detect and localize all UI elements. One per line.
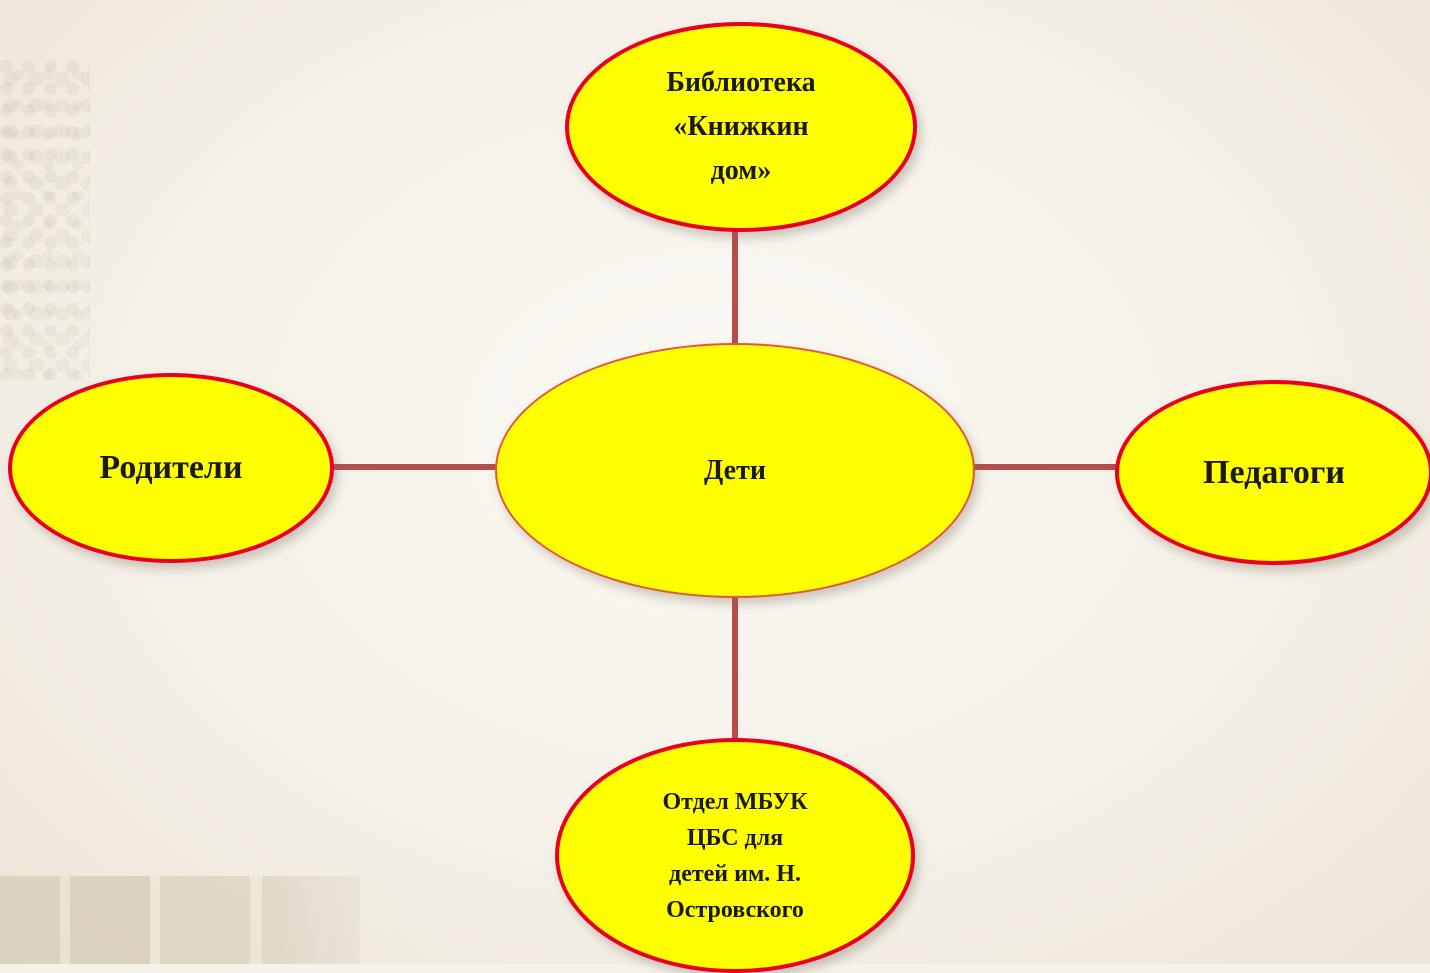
node-library-label: Библиотека «Книжкин дом» — [666, 67, 816, 186]
node-department-label: Отдел МБУК ЦБС для детей им. Н. Островск… — [662, 788, 808, 923]
background-texture — [0, 60, 90, 380]
node-parents: Родители — [8, 373, 334, 563]
background-books-image — [0, 876, 430, 964]
node-teachers-label: Педагоги — [1203, 453, 1345, 491]
node-children: Дети — [495, 343, 975, 598]
node-parents-label: Родители — [99, 449, 243, 486]
node-teachers: Педагоги — [1115, 380, 1430, 565]
node-library: Библиотека «Книжкин дом» — [565, 22, 917, 232]
node-children-label: Дети — [704, 454, 766, 486]
node-department: Отдел МБУК ЦБС для детей им. Н. Островск… — [555, 738, 915, 973]
